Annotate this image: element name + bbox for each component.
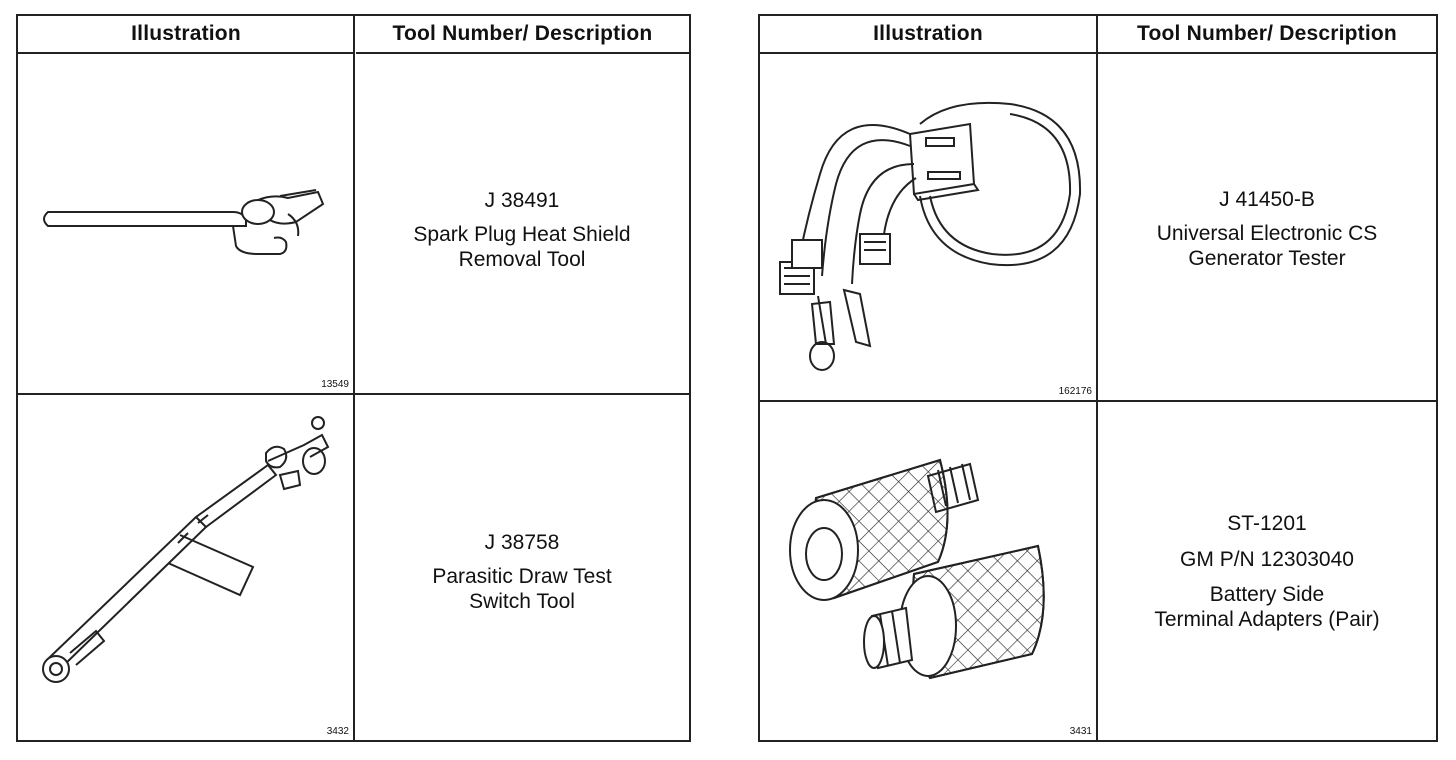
tool-table-left: Illustration Tool Number/ Description 13… xyxy=(16,14,691,742)
tool-description-line: Generator Tester xyxy=(1188,247,1346,270)
illustration-cell: 3431 xyxy=(760,402,1096,740)
column-header-description: Tool Number/ Description xyxy=(1098,16,1436,54)
gm-part-number: GM P/N 12303040 xyxy=(1180,547,1354,571)
column-header-illustration: Illustration xyxy=(760,16,1096,54)
tool-description-line: Removal Tool xyxy=(458,247,586,271)
battery-side-terminal-adapters-icon xyxy=(789,458,1045,680)
spark-plug-heat-shield-removal-tool-icon xyxy=(43,189,325,255)
illustration-cell: 3432 xyxy=(18,395,353,740)
tool-description-line: Parasitic Draw Test xyxy=(432,564,612,588)
tool-description-line: Universal Electronic CS xyxy=(1156,222,1378,245)
tool-description-line: Battery Side xyxy=(1209,582,1325,606)
column-header-illustration: Illustration xyxy=(18,16,354,54)
tool-number: J 38758 xyxy=(484,530,560,554)
figure-number: 3431 xyxy=(1069,726,1092,737)
figure-number: 13549 xyxy=(321,379,349,390)
tool-description-line: Terminal Adapters (Pair) xyxy=(1154,607,1380,631)
description-cell: J 41450-B Universal Electronic CS Genera… xyxy=(1098,54,1436,400)
row-divider xyxy=(18,393,689,395)
tool-description-line: Spark Plug Heat Shield xyxy=(413,222,631,246)
column-divider xyxy=(353,16,355,740)
description-cell: J 38491 Spark Plug Heat Shield Removal T… xyxy=(355,54,689,393)
description-cell: ST-1201 GM P/N 12303040 Battery Side Ter… xyxy=(1098,402,1436,740)
column-divider xyxy=(1096,16,1098,740)
figure-number: 162176 xyxy=(1058,386,1092,397)
tool-number: ST-1201 xyxy=(1227,511,1307,535)
tool-number: J 41450-B xyxy=(1219,188,1315,211)
illustration-cell: 13549 xyxy=(18,54,353,393)
column-header-description: Tool Number/ Description xyxy=(356,16,689,54)
tool-table-right: Illustration Tool Number/ Description xyxy=(758,14,1438,742)
tool-number: J 38491 xyxy=(484,188,560,212)
illustration-cell: 162176 xyxy=(760,54,1096,400)
description-cell: J 38758 Parasitic Draw Test Switch Tool xyxy=(355,395,689,740)
parasitic-draw-test-switch-tool-icon xyxy=(42,416,330,683)
row-divider xyxy=(760,400,1436,402)
figure-number: 3432 xyxy=(326,726,349,737)
tool-description-line: Switch Tool xyxy=(469,589,575,613)
universal-electronic-cs-generator-tester-icon xyxy=(779,101,1082,371)
